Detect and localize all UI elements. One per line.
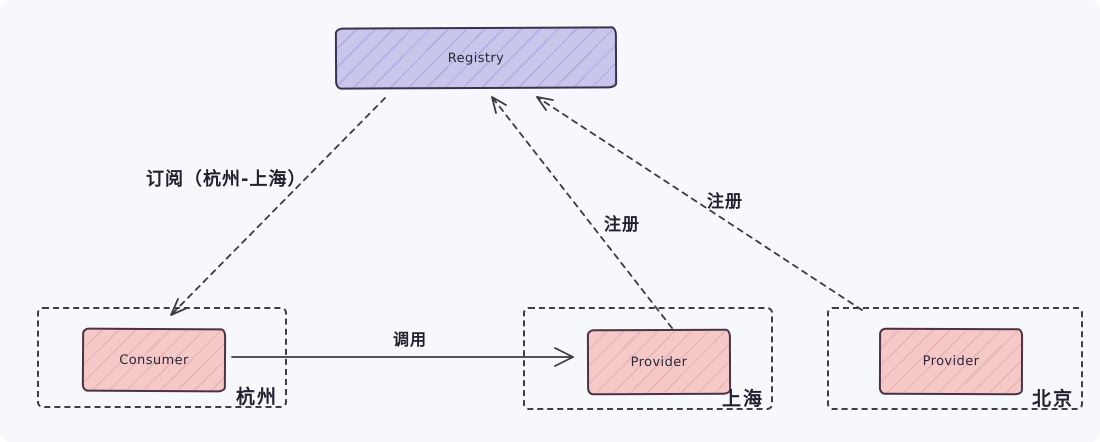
region-label-beijing: 北京 xyxy=(1031,388,1074,410)
provider-node-shanghai: Provider xyxy=(586,328,732,396)
register-beijing-edge-label: 注册 xyxy=(707,192,743,212)
subscribe-edge-label: 订阅（杭州-上海） xyxy=(146,169,307,190)
region-group-beijing: Provider 北京 xyxy=(827,307,1083,410)
registry-label: Registry xyxy=(447,50,505,66)
subscribe-arrow xyxy=(170,97,386,316)
register-shanghai-edge-label: 注册 xyxy=(604,215,640,235)
region-group-shanghai: Provider 上海 xyxy=(523,307,773,410)
register-arrow-beijing xyxy=(536,96,863,311)
provider-beijing-label: Provider xyxy=(922,353,980,370)
provider-shanghai-label: Provider xyxy=(630,354,688,370)
region-label-shanghai: 上海 xyxy=(721,388,764,410)
provider-node-beijing: Provider xyxy=(878,327,1024,396)
invoke-edge-label: 调用 xyxy=(393,330,428,349)
region-label-hangzhou: 杭州 xyxy=(235,386,278,408)
registry-node: Registry xyxy=(334,26,618,90)
region-group-hangzhou: Consumer 杭州 xyxy=(37,307,287,408)
consumer-label: Consumer xyxy=(119,352,189,368)
consumer-node: Consumer xyxy=(81,327,227,393)
register-arrow-shanghai xyxy=(491,96,673,329)
